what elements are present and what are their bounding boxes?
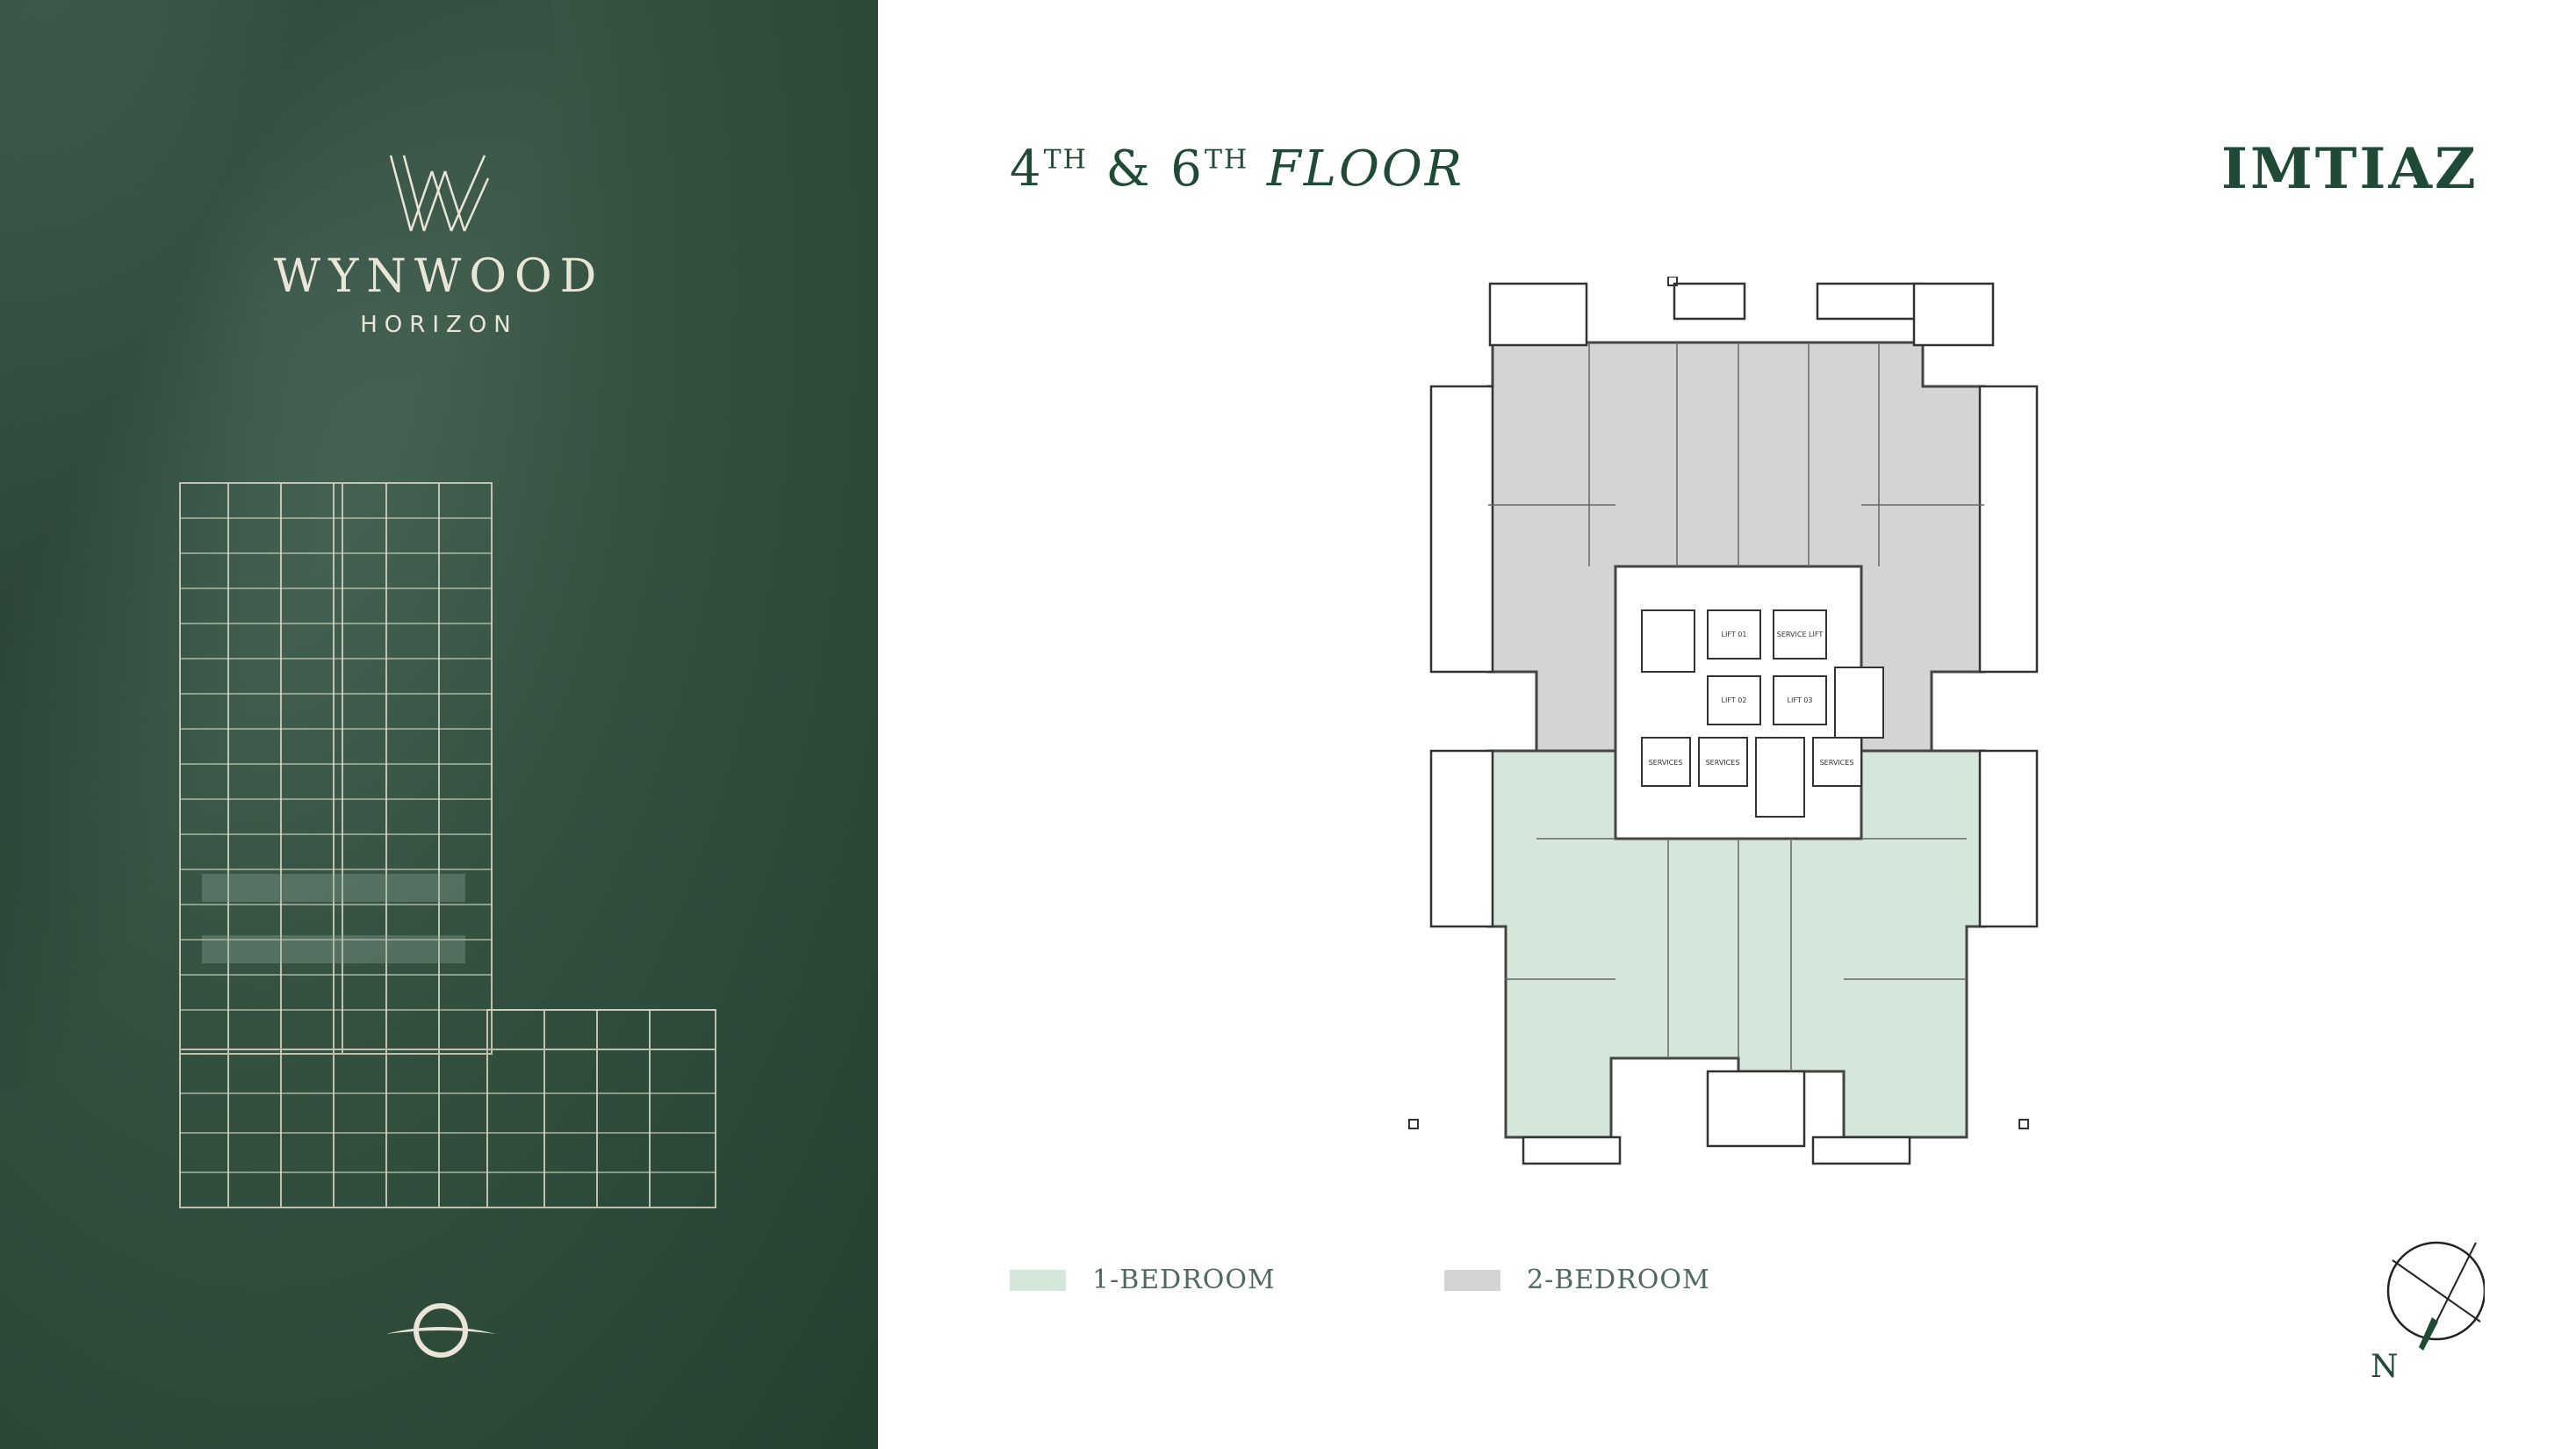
lift-01-label: LIFT 01: [1722, 631, 1747, 638]
legend-two-bedroom: 2-BEDROOM: [1444, 1265, 1710, 1295]
highlight-floor-4: [202, 935, 465, 963]
horizon-emblem: [386, 1303, 496, 1358]
brand-subtitle: HORIZON: [360, 312, 518, 338]
highlight-floor-6: [202, 874, 465, 902]
floor-title: 4TH & 6TH FLOOR: [1010, 141, 1464, 198]
wynwood-logo-mark: [389, 155, 490, 232]
lift-03-label: LIFT 03: [1788, 696, 1813, 704]
hero-panel: WYNWOOD HORIZON: [0, 0, 878, 1449]
ampersand: &: [1105, 141, 1153, 198]
legend-label-two-bedroom: 2-BEDROOM: [1527, 1265, 1710, 1295]
building-elevation-drawing: [179, 482, 716, 1208]
legend-label-one-bedroom: 1-BEDROOM: [1092, 1265, 1276, 1295]
floor-number-second: 6: [1170, 141, 1205, 198]
brand-name: WYNWOOD: [273, 250, 605, 303]
north-arrow-icon: N: [2371, 1241, 2485, 1385]
legend-swatch-one-bedroom: [1010, 1269, 1066, 1291]
floor-suffix-first: TH: [1043, 144, 1088, 176]
lift-02-label: LIFT 02: [1722, 696, 1747, 704]
floor-plan: LIFT 01 LIFT 02 SERVICE LIFT LIFT 03 SER…: [1408, 277, 2039, 1165]
stair-core-right: [1834, 667, 1884, 739]
floor-word: FLOOR: [1266, 141, 1464, 198]
legend-swatch-two-bedroom: [1444, 1269, 1500, 1291]
floor-suffix-second: TH: [1204, 144, 1249, 176]
services-label-1: SERVICES: [1649, 759, 1683, 767]
services-label-2: SERVICES: [1706, 759, 1740, 767]
legend-one-bedroom: 1-BEDROOM: [1010, 1265, 1276, 1295]
services-label-3: SERVICES: [1820, 759, 1854, 767]
stair-core-left: [1641, 609, 1695, 673]
service-lift-label: SERVICE LIFT: [1777, 631, 1824, 638]
compass-north-label: N: [2371, 1349, 2399, 1385]
floor-number-first: 4: [1010, 141, 1044, 198]
imtiaz-logo: IMTIAZ: [2221, 136, 2479, 202]
